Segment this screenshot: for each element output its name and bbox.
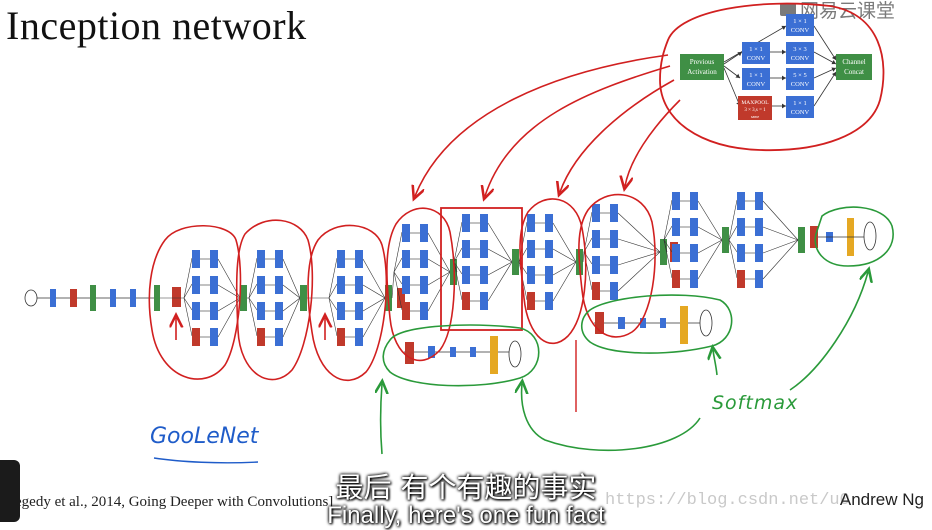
subtitle-english: Finally, here's one fun fact bbox=[327, 502, 605, 529]
subtitle-chinese: 最后 有个有趣的事实 bbox=[335, 471, 597, 504]
conv-5x5-block: 5 × 5 CONV bbox=[786, 68, 814, 90]
citation: Szegedy et al., 2014, Going Deeper with … bbox=[0, 494, 334, 510]
channel-concat-block: Channel Concat bbox=[836, 54, 872, 80]
maxpool-line2: 3 × 3,s = 1 bbox=[744, 108, 766, 113]
conv-3x3-line2: CONV bbox=[791, 55, 810, 62]
blog-watermark: https://blog.csdn.net/u0 bbox=[605, 491, 850, 510]
conv-1x1-a-line2: CONV bbox=[747, 55, 766, 62]
conv-1x1-bottom-block: 1 × 1 CONV bbox=[786, 96, 814, 118]
author-credit: Andrew Ng bbox=[839, 490, 924, 509]
conv-1x1-b-line1: 1 × 1 bbox=[749, 72, 762, 79]
conv-1x1-b-line2: CONV bbox=[747, 81, 766, 88]
conv-1x1-bottom-line1: 1 × 1 bbox=[793, 100, 806, 107]
red-arrow-4 bbox=[625, 99, 681, 186]
slide-title: Inception network bbox=[6, 3, 307, 48]
conv-5x5-line2: CONV bbox=[791, 81, 810, 88]
green-arrow-3 bbox=[713, 350, 717, 376]
green-arrow-2 bbox=[522, 384, 701, 452]
softmax-green-loops bbox=[381, 206, 894, 455]
red-arrow-1 bbox=[415, 54, 669, 196]
green-loop-3 bbox=[814, 206, 894, 267]
maxpool-line3: same bbox=[751, 114, 759, 119]
conv-3x3-block: 3 × 3 CONV bbox=[786, 42, 814, 64]
conv-1x1-a-block: 1 × 1 CONV bbox=[742, 42, 770, 64]
inception-module-detail: Previous Activation 1 × 1 CONV 1 × 1 CON… bbox=[680, 14, 872, 120]
previous-activation-line1: Previous bbox=[690, 58, 715, 66]
conv-1x1-top-line2: CONV bbox=[791, 27, 810, 34]
module-red-circle bbox=[659, 2, 885, 152]
red-loop-6 bbox=[578, 193, 656, 338]
conv-1x1-bottom-line2: CONV bbox=[791, 109, 810, 116]
softmax-annotation: Softmax bbox=[712, 392, 799, 414]
red-loop-1 bbox=[148, 224, 242, 380]
conv-1x1-top-block: 1 × 1 CONV bbox=[786, 14, 814, 36]
previous-activation-block: Previous Activation bbox=[680, 54, 724, 80]
channel-concat-line2: Concat bbox=[844, 68, 864, 76]
conv-1x1-top-line1: 1 × 1 bbox=[793, 18, 806, 25]
maxpool-line1: MAXPOOL bbox=[741, 100, 769, 106]
red-loop-5 bbox=[519, 198, 587, 345]
red-loop-2 bbox=[235, 219, 314, 381]
network-chain bbox=[24, 192, 877, 374]
maxpool-block: MAXPOOL 3 × 3,s = 1 same bbox=[738, 96, 772, 120]
previous-activation-line2: Activation bbox=[687, 68, 717, 76]
red-loop-3 bbox=[307, 224, 388, 382]
channel-concat-line1: Channel bbox=[842, 58, 865, 66]
googlenet-annotation: GooLeNet bbox=[150, 424, 259, 449]
conv-1x1-b-block: 1 × 1 CONV bbox=[742, 68, 770, 90]
googlenet-underline bbox=[153, 457, 259, 464]
green-arrow-1 bbox=[381, 384, 383, 455]
red-box-module bbox=[440, 207, 523, 331]
inception-red-loops bbox=[148, 193, 656, 382]
red-arrow-3 bbox=[560, 79, 675, 192]
input-node bbox=[24, 289, 38, 307]
green-arrow-4 bbox=[789, 272, 868, 391]
conv-1x1-a-line1: 1 × 1 bbox=[749, 46, 762, 53]
netease-logo-icon bbox=[780, 3, 796, 16]
video-player-side-tab[interactable] bbox=[0, 460, 20, 522]
conv-5x5-line1: 5 × 5 bbox=[793, 72, 806, 79]
conv-3x3-line1: 3 × 3 bbox=[793, 46, 806, 53]
red-arrow-2 bbox=[485, 65, 671, 196]
